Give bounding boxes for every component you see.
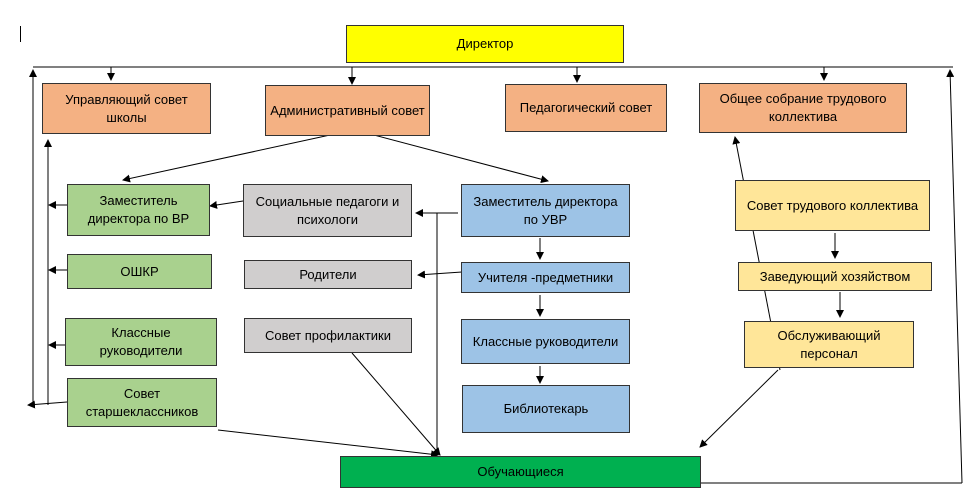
housekeeping-manager-box: Заведующий хозяйством	[738, 262, 932, 291]
labor-council-box: Совет трудового коллектива	[735, 180, 930, 231]
deputy-vr-box: Заместитель директора по ВР	[67, 184, 210, 236]
subject-teachers-box: Учителя -предметники	[461, 262, 630, 293]
arrow-teachers-to-parents	[417, 270, 463, 279]
left-bottom-line	[27, 400, 68, 409]
class-teachers-uvr-box: Классные руководители	[461, 319, 630, 364]
arrow-senior-council-to-students	[217, 429, 439, 459]
text-cursor	[20, 26, 21, 42]
senior-council-box: Совет старшеклассников	[67, 378, 217, 427]
arrow-prevention-to-students	[351, 352, 441, 456]
arrow-social-to-deputy-vr	[209, 200, 244, 209]
director-box: Директор	[346, 25, 624, 63]
oshkr-box: ОШКР	[67, 254, 212, 289]
arrow-staff-to-students	[699, 369, 779, 448]
right-outer-line	[946, 69, 963, 484]
prevention-council-box: Совет профилактики	[244, 318, 412, 353]
arrow-admin-to-deputy-vr	[122, 134, 331, 183]
class-teachers-vr-box: Классные руководители	[65, 318, 217, 366]
deputy-uvr-box: Заместитель директора по УВР	[461, 184, 630, 237]
general-meeting-box: Общее собрание трудового коллектива	[699, 83, 907, 133]
social-pedagogues-box: Социальные педагоги и психологи	[243, 184, 412, 237]
arrow-admin-to-deputy-uvr	[373, 134, 549, 184]
governing-council-box: Управляющий совет школы	[42, 83, 211, 134]
pedagogical-council-box: Педагогический совет	[505, 84, 667, 132]
service-staff-box: Обслуживающий персонал	[744, 321, 914, 368]
parents-box: Родители	[244, 260, 412, 289]
librarian-box: Библиотекарь	[462, 385, 630, 433]
admin-council-box: Административный совет	[265, 85, 430, 136]
students-box: Обучающиеся	[340, 456, 701, 488]
